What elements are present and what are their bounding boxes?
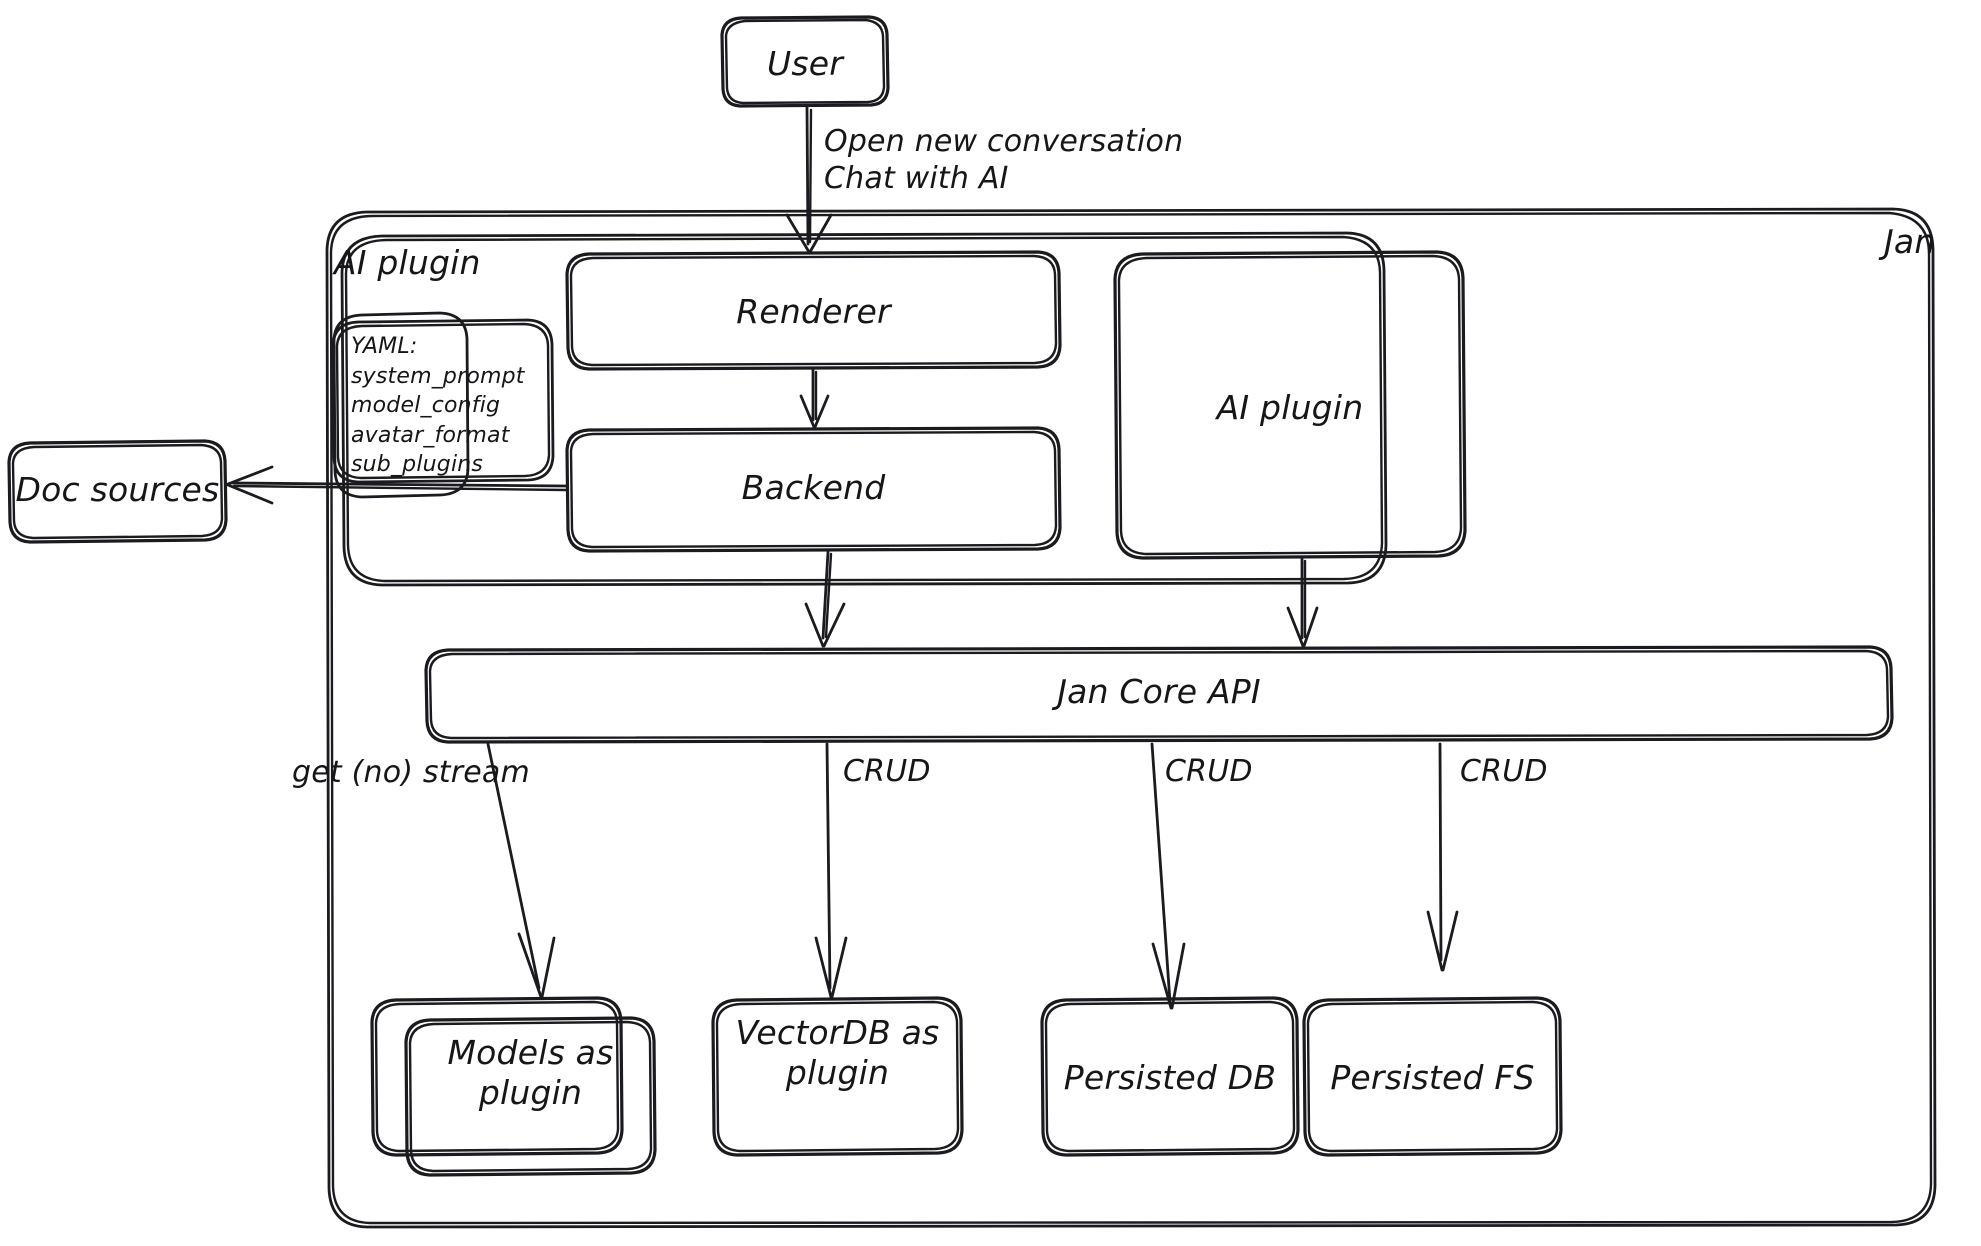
edge-label-core-to-vectordb: CRUD xyxy=(843,754,931,789)
edge-aiplugin-to-core-arrow xyxy=(1286,557,1319,648)
node-label-persisted-db[interactable]: Persisted DB xyxy=(1063,1058,1277,1097)
yaml-note-title: YAML: xyxy=(351,334,418,359)
edge-core-to-vectordb-arrow xyxy=(814,742,848,999)
node-persisted-db-shape[interactable] xyxy=(1040,996,1300,1157)
node-backend-shape[interactable] xyxy=(565,426,1062,553)
node-vectordb-shape[interactable] xyxy=(711,996,964,1157)
edge-core-to-persisted-db-arrow xyxy=(1150,742,1186,1010)
edge-core-to-persisted-fs-arrow xyxy=(1426,742,1459,972)
edge-label-core-to-persisted-fs: CRUD xyxy=(1460,754,1548,789)
node-doc-sources-shape[interactable] xyxy=(7,439,228,544)
edge-user-to-renderer-arrow xyxy=(785,105,833,254)
node-jan-core-api-shape[interactable] xyxy=(424,645,1894,744)
edge-backend-to-core-arrow xyxy=(804,550,846,648)
container-label-ai-plugin-group: AI plugin xyxy=(334,243,481,282)
edge-core-to-models-arrow xyxy=(486,742,556,999)
node-persisted-fs-shape[interactable] xyxy=(1302,996,1563,1157)
node-label-ai-plugin[interactable]: AI plugin xyxy=(1216,388,1364,427)
node-label-doc-sources[interactable]: Doc sources xyxy=(15,470,220,509)
yaml-note-shape xyxy=(331,311,555,499)
node-label-models[interactable]: Models as plugin xyxy=(447,1033,614,1113)
edge-label-core-to-persisted-db: CRUD xyxy=(1165,754,1253,789)
edge-backend-to-doc-sources-arrow xyxy=(226,465,568,505)
node-label-jan-core-api[interactable]: Jan Core API xyxy=(1057,672,1261,711)
node-label-vectordb[interactable]: VectorDB as plugin xyxy=(735,1013,940,1093)
edge-label-core-to-models: get (no) stream xyxy=(292,755,530,790)
node-label-renderer[interactable]: Renderer xyxy=(736,292,891,331)
node-label-backend[interactable]: Backend xyxy=(741,468,886,507)
node-user-shape[interactable] xyxy=(720,15,890,108)
node-label-persisted-fs[interactable]: Persisted FS xyxy=(1330,1058,1535,1097)
container-label-jan: Jan xyxy=(1884,222,1936,261)
node-models-shape[interactable] xyxy=(370,996,657,1177)
edge-label-user-to-renderer: Open new conversation Chat with AI xyxy=(824,124,1184,196)
edge-renderer-to-backend-arrow xyxy=(799,368,830,429)
node-renderer-shape[interactable] xyxy=(565,250,1062,371)
node-label-user[interactable]: User xyxy=(766,44,844,83)
yaml-note-keys: system_prompt model_config avatar_format… xyxy=(351,364,525,477)
container-jan-shape xyxy=(325,207,1937,1229)
node-ai-plugin-shape[interactable] xyxy=(1113,250,1467,560)
